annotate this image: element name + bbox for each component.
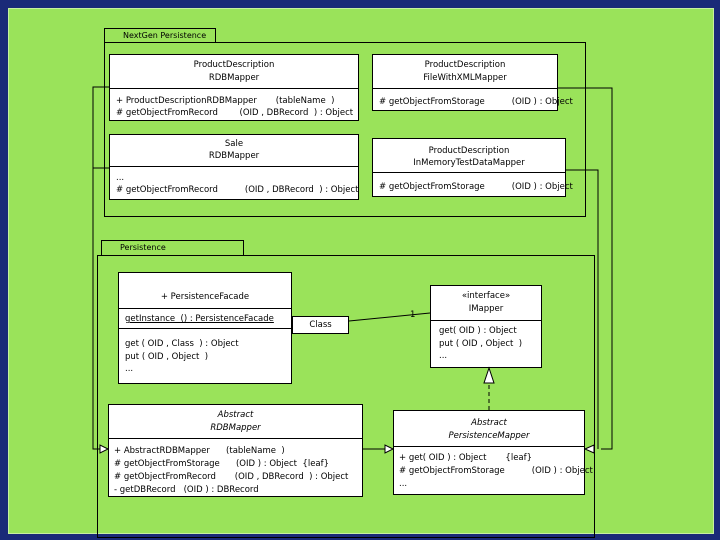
realization-arrowhead xyxy=(483,366,495,384)
operation: - getDBRecord (OID ) : DBRecord xyxy=(114,485,259,495)
package-label-persistence: Persistence xyxy=(120,243,166,252)
class-name-line2: PersistenceMapper xyxy=(448,431,530,441)
operation: # getObjectFromRecord (OID , DBRecord ) … xyxy=(114,472,349,482)
class-name-line1: Sale xyxy=(224,139,244,149)
generalization-arrowhead-left xyxy=(99,444,110,454)
generalization-line-right-mem xyxy=(566,169,599,449)
generalization-arrowhead-middle xyxy=(384,444,395,454)
class-abstract-persistence-mapper[interactable]: Abstract PersistenceMapper + get( OID ) … xyxy=(393,410,593,495)
class-sale-rdb-mapper[interactable]: Sale RDBMapper ... # getObjectFromRecord… xyxy=(109,134,359,200)
operation: get ( OID , Class ) : Object xyxy=(125,339,239,349)
qualifier-label: Class xyxy=(309,320,332,330)
class-name-line1: ProductDescription xyxy=(424,60,506,70)
class-name-line1: Abstract xyxy=(217,410,254,420)
operation: ... xyxy=(125,364,134,374)
class-name: + PersistenceFacade xyxy=(160,292,250,302)
operation: # getObjectFromStorage (OID ) : Object xyxy=(379,182,573,192)
static-operation: getInstance () : PersistenceFacade xyxy=(125,314,274,324)
class-product-description-xml-mapper[interactable]: ProductDescription FileWithXMLMapper # g… xyxy=(372,54,573,111)
operation: # getObjectFromStorage (OID ) : Object xyxy=(399,466,593,476)
operation: # getObjectFromRecord (OID , DBRecord ) … xyxy=(116,108,354,118)
class-divider xyxy=(394,446,584,447)
class-persistence-facade[interactable]: + PersistenceFacade getInstance () : Per… xyxy=(118,272,292,384)
operation: ... xyxy=(439,351,448,361)
class-name-line2: RDBMapper xyxy=(210,423,261,433)
class-abstract-rdb-mapper[interactable]: Abstract RDBMapper + AbstractRDBMapper (… xyxy=(108,404,363,497)
generalization-line-right xyxy=(558,87,613,450)
operation: ... xyxy=(116,173,125,183)
class-product-description-rdb-mapper[interactable]: ProductDescription RDBMapper + ProductDe… xyxy=(109,54,359,121)
association-line xyxy=(348,312,431,322)
class-divider xyxy=(110,88,358,89)
class-name-line1: ProductDescription xyxy=(428,146,510,156)
operation: ... xyxy=(399,479,408,489)
package-persistence xyxy=(97,255,595,538)
generalization-arrowhead-right xyxy=(583,444,595,454)
class-divider xyxy=(109,438,362,439)
package-label-nextgen: NextGen Persistence xyxy=(123,31,207,40)
class-name-line2: InMemoryTestDataMapper xyxy=(413,158,525,168)
operation: get( OID ) : Object xyxy=(439,326,517,336)
operation: put ( OID , Object ) xyxy=(125,352,209,362)
stereotype: «interface» xyxy=(461,291,511,301)
class-divider xyxy=(119,308,291,309)
class-divider xyxy=(373,172,565,173)
class-divider xyxy=(110,166,358,167)
class-divider xyxy=(373,88,557,89)
class-divider xyxy=(119,328,291,329)
class-name-line2: RDBMapper xyxy=(208,73,260,83)
class-name-line1: Abstract xyxy=(471,418,507,428)
operation: put ( OID , Object ) xyxy=(439,339,523,349)
operation: + get( OID ) : Object {leaf} xyxy=(399,453,533,463)
interface-name: IMapper xyxy=(468,304,504,314)
operation: # getObjectFromRecord (OID , DBRecord ) … xyxy=(116,185,359,195)
operation: # getObjectFromStorage (OID ) : Object {… xyxy=(114,459,330,469)
operation: # getObjectFromStorage (OID ) : Object xyxy=(379,97,573,107)
class-name-line2: FileWithXMLMapper xyxy=(423,73,507,83)
class-divider xyxy=(431,320,541,321)
class-name-line2: RDBMapper xyxy=(208,151,260,161)
operation: + AbstractRDBMapper (tableName ) xyxy=(114,446,285,456)
generalization-line-left xyxy=(92,86,109,450)
qualifier-class: Class xyxy=(292,316,349,334)
class-product-description-in-memory-mapper[interactable]: ProductDescription InMemoryTestDataMappe… xyxy=(372,138,573,197)
operation: + ProductDescriptionRDBMapper (tableName… xyxy=(116,96,335,106)
package-nextgen-persistence xyxy=(104,42,586,217)
interface-imapper[interactable]: «interface» IMapper get( OID ) : Object … xyxy=(430,285,542,368)
class-name-line1: ProductDescription xyxy=(193,60,275,70)
